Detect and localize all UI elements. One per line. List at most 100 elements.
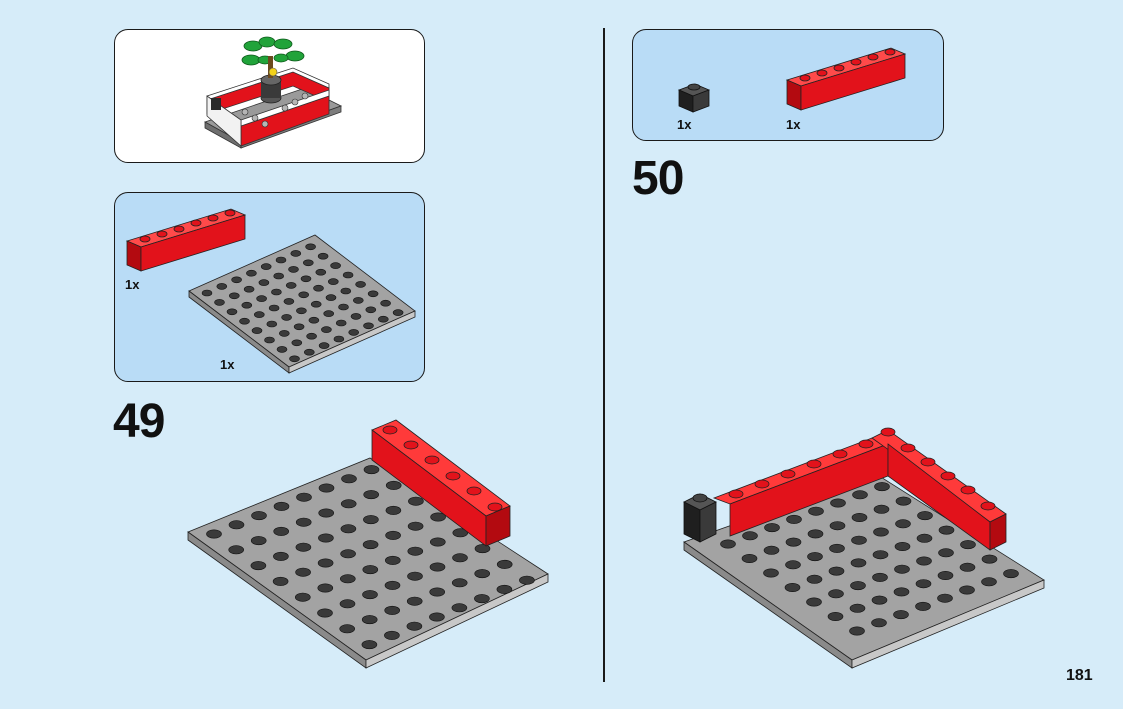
stud [292,340,302,346]
stud [273,577,288,585]
stud [251,561,266,569]
stud [385,556,400,564]
stud [452,604,467,612]
stud [807,598,822,606]
stud [339,304,349,310]
stud [896,520,911,528]
stud [290,356,300,362]
stud [207,530,222,538]
stud [519,576,534,584]
stud [853,491,868,499]
stud [340,600,355,608]
stud [408,522,423,530]
stud [851,559,866,567]
stud [340,625,355,633]
stud [961,540,976,548]
stud [252,328,262,334]
stud [289,266,299,272]
stud [309,317,319,323]
stud [429,613,444,621]
stud [808,530,823,538]
stud [809,507,824,515]
stud [343,272,353,278]
stud [252,511,267,519]
stud [296,568,311,576]
step50-model-icon [676,410,1056,670]
stud [318,534,333,542]
stud [349,329,359,335]
stud [251,536,266,544]
stud [407,622,422,630]
stud [291,250,301,256]
step49-model-icon [180,410,560,670]
stud [277,346,287,352]
stud [895,565,910,573]
stud [217,283,227,289]
stud [229,293,239,299]
stud [364,490,379,498]
stud [274,273,284,279]
stud [894,588,909,596]
stud [787,515,802,523]
stud [873,573,888,581]
step-49-number: 49 [113,398,164,446]
stud [276,257,286,263]
stud [917,534,932,542]
page-number: 181 [1066,667,1093,685]
stud [918,511,933,519]
stud [474,594,489,602]
stud [808,552,823,560]
stud [246,270,256,276]
stud [319,343,329,349]
stud [381,300,391,306]
stud [378,316,388,322]
stud [257,296,267,302]
stud [875,482,890,490]
stud [386,506,401,514]
stud [874,528,889,536]
stud [894,610,909,618]
stud [916,602,931,610]
stud [829,590,844,598]
stud [829,567,844,575]
stud [385,606,400,614]
stud [319,484,334,492]
stud [851,581,866,589]
stud [362,615,377,623]
stud [960,563,975,571]
stud [321,327,331,333]
stud [341,500,356,508]
stud [244,286,254,292]
stud [319,509,334,517]
stud [274,527,289,535]
stud [407,597,422,605]
stud [363,590,378,598]
stud [274,502,289,510]
stud [296,518,311,526]
stud [318,559,333,567]
stud [386,531,401,539]
stud [939,526,954,534]
stud [939,549,954,557]
stud [874,505,889,513]
stud [301,276,311,282]
stud [227,309,237,315]
stud [850,627,865,635]
stud [279,330,289,336]
stud [356,281,366,287]
stud [363,515,378,523]
stud [830,544,845,552]
stud [452,579,467,587]
stud [785,583,800,591]
stud [366,307,376,313]
stud [351,313,361,319]
stud [721,540,736,548]
stud [341,525,356,533]
black-1x1-brick-icon [675,78,715,118]
stud [830,522,845,530]
stud [316,269,326,275]
stud [271,289,281,295]
stud [938,594,953,602]
stud [386,481,401,489]
stud [786,538,801,546]
